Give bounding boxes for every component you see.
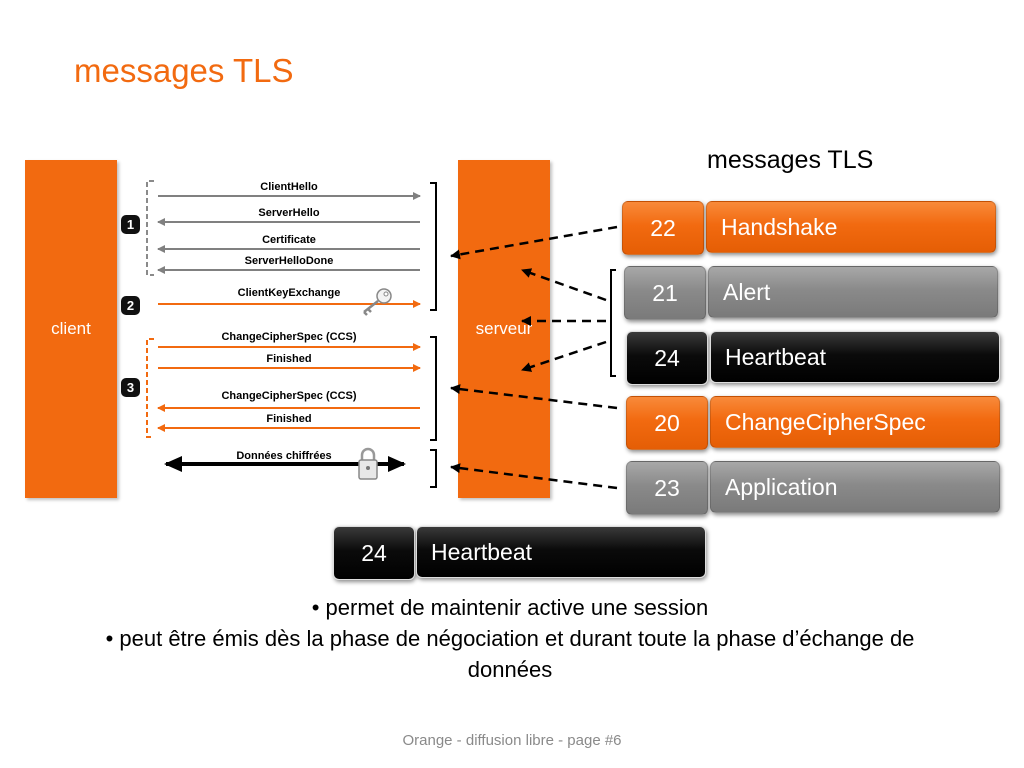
svg-text:ClientHello: ClientHello bbox=[260, 181, 318, 193]
server-label: serveur bbox=[475, 319, 533, 338]
padlock-icon bbox=[358, 447, 378, 480]
svg-text:Finished: Finished bbox=[266, 413, 311, 425]
arrow-change-cipher-spec bbox=[450, 384, 618, 410]
msg-type-name-heartbeat: Heartbeat bbox=[710, 331, 1000, 383]
ccs-bracket bbox=[430, 336, 437, 441]
svg-text:ServerHelloDone: ServerHelloDone bbox=[245, 255, 334, 267]
key-icon bbox=[363, 288, 392, 316]
svg-text:ChangeCipherSpec (CCS): ChangeCipherSpec (CCS) bbox=[221, 331, 356, 343]
phase-2-marker: 2 bbox=[121, 296, 140, 315]
msg-type-code-application: 23 bbox=[626, 461, 708, 515]
phase-3-label: 3 bbox=[127, 380, 134, 395]
phase-1-label: 1 bbox=[127, 217, 134, 232]
msg-client-key-exchange: ClientKeyExchange bbox=[158, 287, 421, 308]
phase-3-marker: 3 bbox=[121, 378, 140, 397]
arrow-alert-heartbeat-3 bbox=[521, 340, 607, 372]
bullet-list: • permet de maintenir active une session… bbox=[100, 592, 920, 685]
msg-certificate: Certificate bbox=[157, 234, 420, 253]
msg-type-name-change-cipher-spec: ChangeCipherSpec bbox=[710, 396, 1000, 448]
focus-name: Heartbeat bbox=[416, 526, 706, 578]
phase-2-label: 2 bbox=[127, 298, 134, 313]
msg-server-hello-done: ServerHelloDone bbox=[157, 255, 420, 274]
footer: Orange - diffusion libre - page #6 bbox=[402, 732, 622, 749]
msg-type-code-handshake: 22 bbox=[622, 201, 704, 255]
server-bar: serveur bbox=[458, 160, 550, 498]
arrow-application bbox=[450, 463, 618, 490]
phase-1-bracket bbox=[146, 180, 154, 276]
msg-client-hello: ClientHello bbox=[158, 181, 421, 200]
data-bracket bbox=[430, 449, 437, 488]
svg-text:ChangeCipherSpec (CCS): ChangeCipherSpec (CCS) bbox=[221, 390, 356, 402]
svg-text:ServerHello: ServerHello bbox=[258, 207, 319, 219]
bullet-item-2: • peut être émis dès la phase de négocia… bbox=[105, 626, 915, 682]
client-label: client bbox=[51, 319, 91, 338]
client-bar: client bbox=[25, 160, 117, 498]
msg-finished-1: Finished bbox=[158, 353, 421, 372]
phase-3-bracket bbox=[146, 338, 154, 438]
message-types-title: messages TLS bbox=[707, 146, 874, 174]
msg-server-hello: ServerHello bbox=[157, 207, 420, 226]
msg-type-code-change-cipher-spec: 20 bbox=[626, 396, 708, 450]
msg-type-name-application: Application bbox=[710, 461, 1000, 513]
msg-change-cipher-spec-1: ChangeCipherSpec (CCS) bbox=[158, 331, 421, 351]
msg-type-name-handshake: Handshake bbox=[706, 201, 996, 253]
focus-code: 24 bbox=[333, 526, 415, 580]
msg-type-name-alert: Alert bbox=[708, 266, 998, 318]
alert-heartbeat-bracket bbox=[610, 269, 616, 377]
svg-text:Finished: Finished bbox=[266, 353, 311, 365]
arrow-handshake bbox=[450, 225, 618, 260]
arrow-alert-heartbeat-1 bbox=[521, 268, 607, 302]
svg-text:ClientKeyExchange: ClientKeyExchange bbox=[238, 287, 341, 299]
bullet-item-1: • permet de maintenir active une session bbox=[311, 595, 709, 620]
handshake-bracket bbox=[430, 182, 437, 311]
msg-finished-2: Finished bbox=[157, 413, 420, 432]
page-title: messages TLS bbox=[74, 52, 294, 89]
svg-text:Certificate: Certificate bbox=[262, 234, 316, 246]
svg-text:Données chiffrées: Données chiffrées bbox=[236, 450, 331, 462]
phase-1-marker: 1 bbox=[121, 215, 140, 234]
msg-change-cipher-spec-2: ChangeCipherSpec (CCS) bbox=[157, 390, 420, 412]
msg-type-code-heartbeat: 24 bbox=[626, 331, 708, 385]
msg-type-code-alert: 21 bbox=[624, 266, 706, 320]
